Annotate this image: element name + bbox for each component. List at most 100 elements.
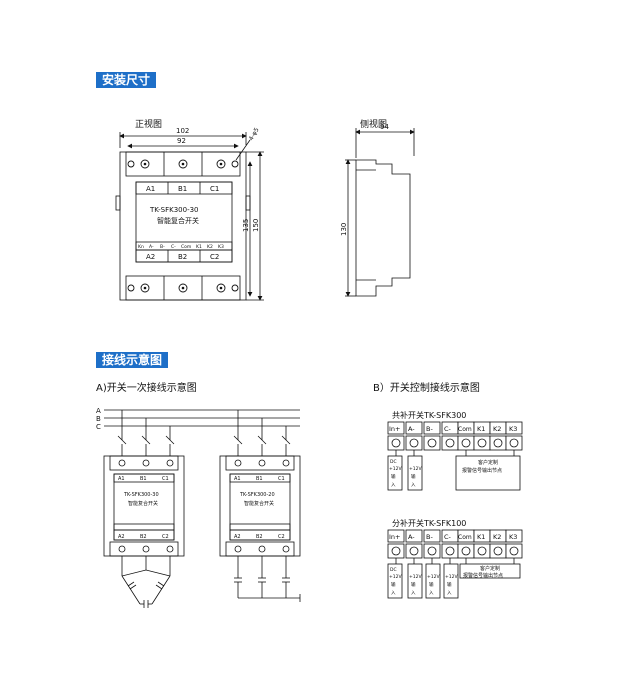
m1-term-c1: C1 bbox=[162, 476, 169, 482]
m1-term-b1: B1 bbox=[140, 476, 147, 482]
front-small-terms: Kn A- B- C- Com K1 K2 K3 bbox=[138, 244, 224, 250]
sep-term: A- bbox=[408, 533, 415, 541]
co-term: In+ bbox=[389, 425, 400, 433]
front-bot-term-a2: A2 bbox=[146, 253, 155, 261]
side-view bbox=[345, 128, 415, 297]
dim-92: 92 bbox=[177, 137, 186, 145]
m2-term-c2: C2 bbox=[278, 534, 285, 540]
dim-150: 150 bbox=[252, 219, 260, 232]
co-term: K3 bbox=[509, 425, 517, 433]
m2-term-b2: B2 bbox=[256, 534, 263, 540]
front-view-label: 正视图 bbox=[135, 120, 163, 130]
co-term: B- bbox=[426, 425, 433, 433]
sep-dc-text: 入 bbox=[411, 591, 416, 596]
front-name: 智能复合开关 bbox=[157, 216, 199, 225]
co-dc-text: DC bbox=[390, 459, 397, 465]
sep-wires bbox=[387, 558, 521, 599]
co-title: 共补开关TK-SFK300 bbox=[392, 410, 466, 420]
module2 bbox=[219, 455, 301, 557]
front-model: TK-SFK300-30 bbox=[149, 206, 199, 214]
co-custom-box: 客户定制 bbox=[478, 459, 498, 466]
star-capacitors bbox=[234, 556, 301, 602]
co-custom-box2: 报警信号输出节点 bbox=[462, 467, 502, 474]
sep-terminal-block bbox=[387, 529, 523, 559]
co-terminal-block bbox=[387, 421, 523, 451]
co-dc-input: DC +12V 输 入 +12V 输 入 bbox=[389, 459, 422, 488]
sep-custom-box: 客户定制 bbox=[480, 565, 500, 572]
m1-term-a1: A1 bbox=[118, 476, 125, 482]
m2-model: TK-SFK300-20 bbox=[239, 492, 275, 498]
dim-94: 94 bbox=[380, 123, 389, 131]
front-screws bbox=[127, 159, 239, 293]
sep-term: K1 bbox=[477, 533, 485, 541]
sep-term: Com bbox=[458, 534, 472, 541]
sep-term: In+ bbox=[389, 533, 400, 541]
phase-a: A bbox=[96, 407, 101, 415]
dim-102: 102 bbox=[176, 127, 189, 135]
co-dc-text: +12V bbox=[409, 466, 422, 472]
co-term: A- bbox=[408, 425, 415, 433]
front-view bbox=[115, 132, 264, 301]
dim-135: 135 bbox=[242, 219, 250, 232]
co-dc-text: +12V bbox=[389, 466, 402, 472]
front-bot-term-b2: B2 bbox=[178, 253, 187, 261]
phase-c: C bbox=[96, 423, 101, 431]
sep-dc-text: 入 bbox=[391, 591, 396, 596]
delta-capacitors bbox=[121, 556, 171, 608]
bus-lines bbox=[104, 409, 300, 427]
sep-custom-box2: 报警信号输出节点 bbox=[463, 572, 503, 579]
m2-term-b1: B1 bbox=[256, 476, 263, 482]
front-small-term: B- bbox=[160, 244, 165, 250]
m1-term-b2: B2 bbox=[140, 534, 147, 540]
install-dimensions-header: 安装尺寸 bbox=[96, 72, 157, 88]
dim-hole: 4-φ5 bbox=[248, 126, 261, 142]
module1-screws bbox=[118, 459, 174, 553]
sep-title: 分补开关TK-SFK100 bbox=[392, 518, 466, 528]
co-dc-text: 入 bbox=[411, 483, 416, 488]
sep-term: C- bbox=[444, 533, 452, 541]
front-screw-dots bbox=[143, 162, 223, 290]
side-view-label: 侧视图 bbox=[360, 120, 388, 130]
wiring-a-title: A)开关一次接线示意图 bbox=[96, 383, 197, 394]
sep-dc-text: +12V bbox=[445, 574, 458, 580]
sep-dc-text: +12V bbox=[409, 574, 422, 580]
module2-drops bbox=[233, 410, 291, 456]
co-term: C- bbox=[444, 425, 452, 433]
m1-name: 智能复合开关 bbox=[128, 500, 158, 507]
sep-dc-text: 输 bbox=[447, 581, 452, 588]
m1-term-c2: C2 bbox=[162, 534, 169, 540]
sep-term: K2 bbox=[493, 533, 501, 541]
phase-b: B bbox=[96, 415, 101, 423]
sep-term: K3 bbox=[509, 533, 517, 541]
front-small-term: A- bbox=[149, 244, 154, 250]
front-small-term: K2 bbox=[207, 244, 213, 250]
m1-term-a2: A2 bbox=[118, 534, 125, 540]
front-top-term-b1: B1 bbox=[178, 185, 187, 193]
front-small-term: Kn bbox=[138, 244, 144, 250]
sep-term: B- bbox=[426, 533, 433, 541]
co-term: K1 bbox=[477, 425, 485, 433]
dim-130: 130 bbox=[340, 223, 348, 236]
co-dc-text: 输 bbox=[411, 473, 416, 480]
co-term-labels: In+ A- B- C- Com K1 K2 K3 bbox=[389, 425, 517, 433]
sep-dc-text: 输 bbox=[391, 581, 396, 588]
front-bot-term-c2: C2 bbox=[210, 253, 219, 261]
co-wires bbox=[387, 450, 521, 491]
module2-screws bbox=[234, 459, 290, 553]
co-dc-text: 入 bbox=[391, 483, 396, 488]
m2-term-a2: A2 bbox=[234, 534, 241, 540]
m2-term-a1: A1 bbox=[234, 476, 241, 482]
sep-term-labels: In+ A- B- C- Com K1 K2 K3 bbox=[389, 533, 517, 541]
module1-drops bbox=[117, 410, 175, 456]
wiring-b-title: B）开关控制接线示意图 bbox=[373, 383, 480, 394]
wiring-diagram-header: 接线示意图 bbox=[96, 352, 169, 368]
sep-dc-text: 入 bbox=[447, 591, 452, 596]
sep-dc-text: 输 bbox=[411, 581, 416, 588]
sep-dc-text: +12V bbox=[389, 574, 402, 580]
m2-name: 智能复合开关 bbox=[244, 500, 274, 507]
m1-model: TK-SFK300-30 bbox=[123, 492, 159, 498]
co-term: Com bbox=[458, 426, 472, 433]
front-small-term: K1 bbox=[196, 244, 202, 250]
front-small-term: K3 bbox=[218, 244, 224, 250]
